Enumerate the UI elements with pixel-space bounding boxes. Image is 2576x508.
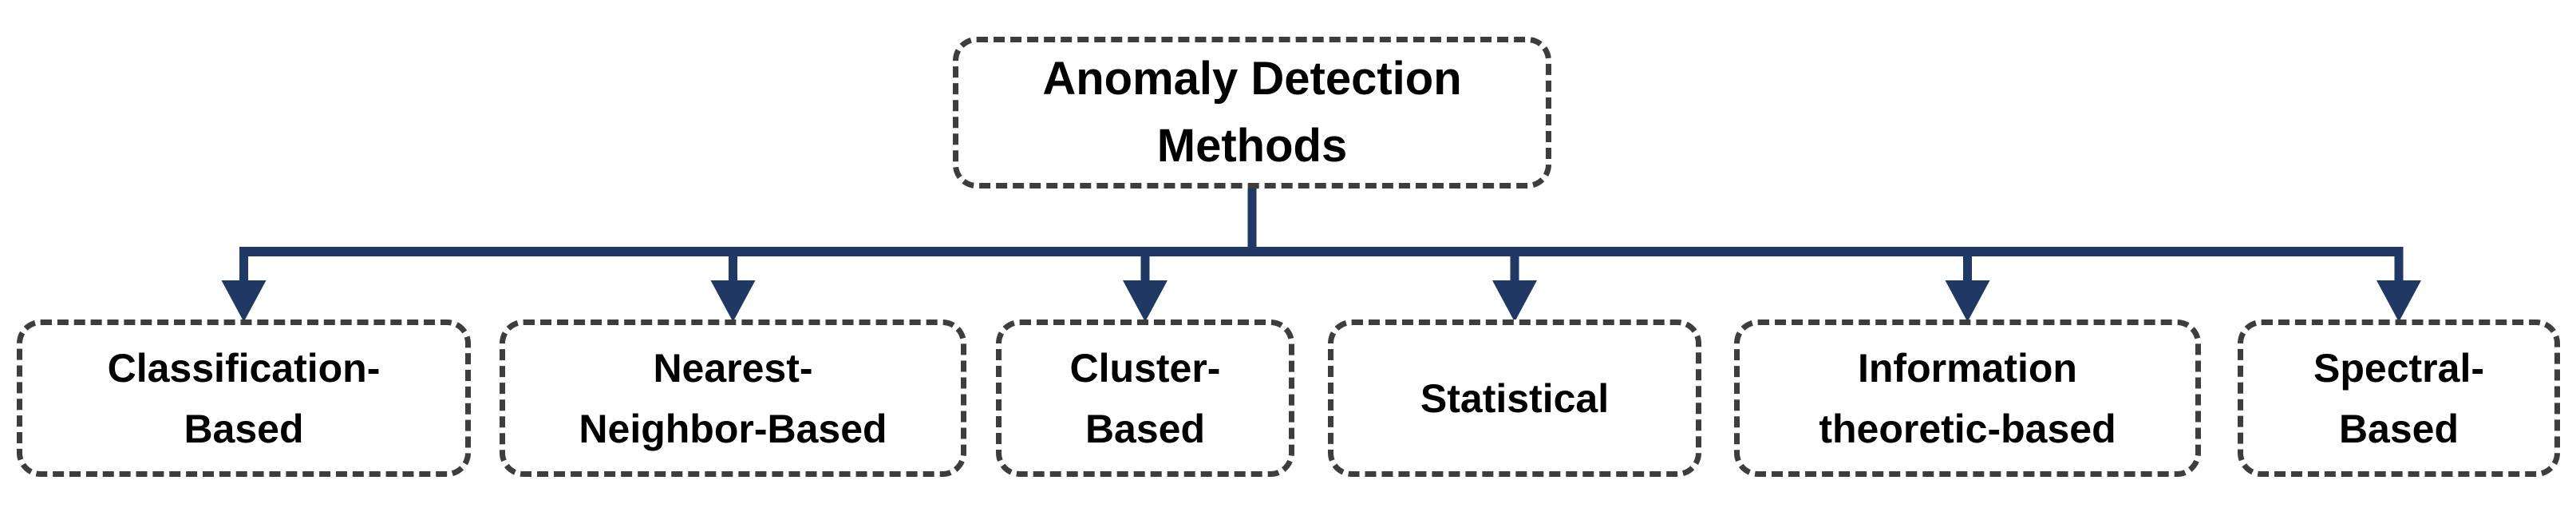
root-node-label-line2: Methods [1156, 120, 1348, 172]
child-node-label-line2: Based [184, 406, 304, 451]
child-node-label-line2: Neighbor-Based [579, 406, 887, 451]
child-node-label-line1: Information [1858, 345, 2077, 391]
child-node-label-line2: theoretic-based [1819, 406, 2116, 451]
child-node-label-line2: Based [2338, 406, 2459, 451]
child-node: Classification- Based [17, 319, 471, 477]
child-node: Nearest- Neighbor-Based [500, 319, 966, 477]
child-node: Cluster- Based [996, 319, 1294, 477]
child-node-label-line1: Cluster- [1069, 345, 1221, 391]
child-node-label-line1: Spectral- [2313, 345, 2484, 391]
child-node-label-line1: Nearest- [653, 345, 813, 391]
root-node: Anomaly Detection Methods [953, 37, 1551, 189]
child-node: Information theoretic-based [1734, 319, 2201, 477]
child-node: Spectral- Based [2238, 319, 2560, 477]
child-node-label-line1: Statistical [1420, 375, 1610, 421]
child-node-label-line2: Based [1085, 406, 1206, 451]
child-node: Statistical [1328, 319, 1701, 477]
child-node-label-line1: Classification- [107, 345, 381, 391]
root-node-label-line1: Anomaly Detection [1042, 53, 1462, 105]
